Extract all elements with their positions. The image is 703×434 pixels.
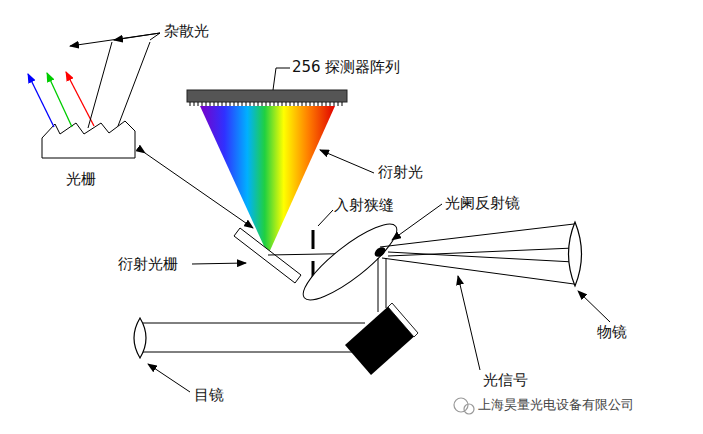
detector-pixel [266, 102, 267, 106]
eyepiece-label: 目镜 [194, 386, 224, 404]
detector-pixel [222, 102, 223, 106]
detector-pixel [218, 102, 219, 106]
detector-pixel [330, 102, 331, 106]
objective-label: 物镜 [597, 323, 627, 341]
detector-pixel [234, 102, 235, 106]
detector-pixel [202, 102, 203, 106]
detector-pixel [294, 102, 295, 106]
detector-label: 256 探测器阵列 [292, 58, 400, 76]
detector-pixel [326, 102, 327, 106]
detector-pixel [334, 102, 335, 106]
watermark: 上海昊量光电设备有限公司 [478, 397, 634, 413]
signal-label: 光信号 [483, 371, 528, 389]
stray-light-label: 杂散光 [164, 22, 209, 40]
detector-pixel [282, 102, 283, 106]
detector-pixel [306, 102, 307, 106]
detector-pixel [194, 102, 195, 106]
detector-pixel [278, 102, 279, 106]
detector-pixel [210, 102, 211, 106]
detector-pixel [238, 102, 239, 106]
detector-pixel [318, 102, 319, 106]
detector-pixel [290, 102, 291, 106]
detector-pixel [342, 102, 343, 106]
detector-pixel [198, 102, 199, 106]
detector-pixel [298, 102, 299, 106]
detector-pixel [270, 102, 271, 106]
detector-pixel [262, 102, 263, 106]
detector-pixel [242, 102, 243, 106]
slit-label: 入射狭缝 [334, 196, 394, 214]
detector-pixel [190, 102, 191, 106]
detector-pixel [246, 102, 247, 106]
mirror-label: 光阑反射镜 [445, 194, 520, 212]
detector-pixel [250, 102, 251, 106]
detector-pixel [310, 102, 311, 106]
detector-pixel [254, 102, 255, 106]
detector-pixel [286, 102, 287, 106]
detector-pixel [226, 102, 227, 106]
detector-pixel [274, 102, 275, 106]
detector-pixel [258, 102, 259, 106]
grating-label: 光栅 [66, 170, 96, 188]
detector-pixel [322, 102, 323, 106]
detector-pixel [206, 102, 207, 106]
detector-pixel [314, 102, 315, 106]
detector-pixel [302, 102, 303, 106]
diffracted-light-label: 衍射光 [378, 163, 423, 181]
detector-pixel [338, 102, 339, 106]
grating-label: 衍射光栅 [118, 255, 178, 273]
detector-pixel [214, 102, 215, 106]
detector-pixel [230, 102, 231, 106]
